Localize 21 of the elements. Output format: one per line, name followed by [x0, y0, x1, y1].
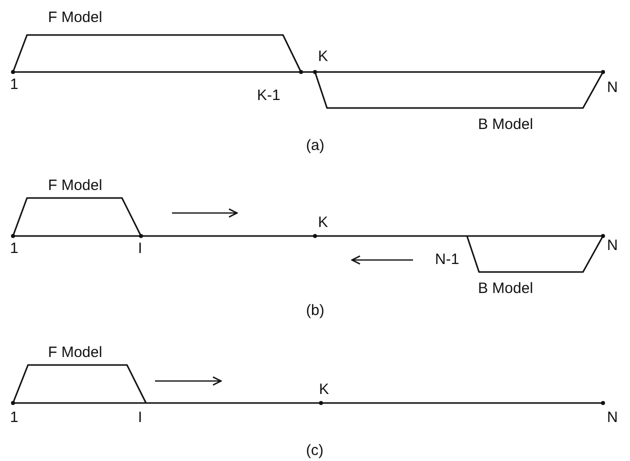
model-label: F Model	[48, 9, 102, 26]
model-label: B Model	[478, 280, 534, 297]
point-label: N	[607, 237, 618, 254]
panel-caption: (b)	[306, 302, 324, 319]
point-label: N	[607, 79, 618, 96]
point-label: N	[607, 409, 618, 426]
model-label: F Model	[48, 177, 102, 194]
point-label: K-1	[257, 87, 280, 104]
panel-caption: (a)	[306, 137, 324, 154]
model-label: F Model	[48, 344, 102, 361]
point-label: N-1	[435, 251, 460, 268]
point-label: K	[318, 214, 328, 231]
point-label: I	[138, 409, 142, 426]
point-label: K	[318, 48, 328, 65]
point-label: 1	[10, 76, 18, 93]
point-label: 1	[10, 409, 18, 426]
point-label: I	[138, 240, 142, 257]
point-label: K	[319, 381, 330, 398]
point-label: 1	[10, 240, 18, 257]
model-label: B Model	[478, 116, 534, 133]
panel-caption: (c)	[306, 442, 324, 459]
